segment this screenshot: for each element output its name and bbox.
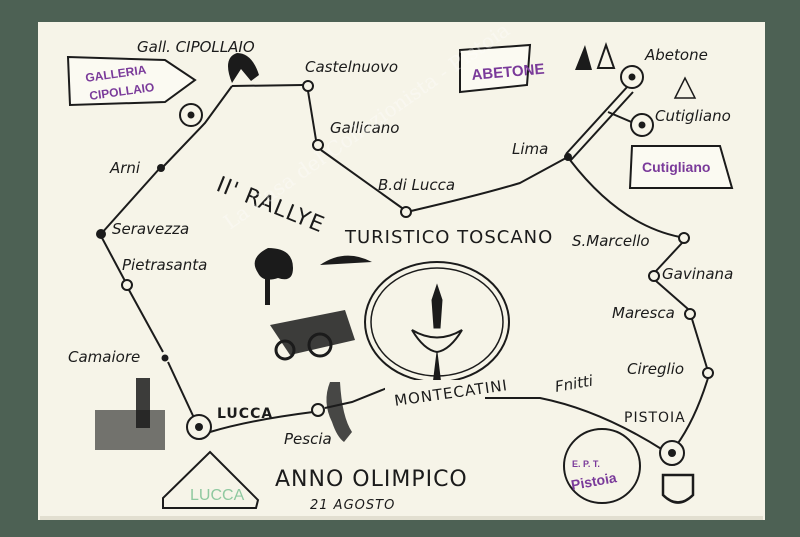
- label-pescia: Pescia: [284, 430, 332, 448]
- skier-icon: [596, 41, 616, 69]
- event-title: ANNO OLIMPICO: [275, 467, 468, 492]
- pistoia-coat-of-arms-icon: [661, 473, 695, 504]
- stamp-galleria-cipollaio: GALLERIA CIPOLLAIO: [66, 55, 197, 107]
- tree-icon: [254, 248, 293, 280]
- label-gall-cipollaio: Gall. CIPOLLAIO: [137, 38, 255, 56]
- node-dot: [195, 423, 203, 431]
- stamp-cutigliano: Cutigliano: [628, 145, 734, 189]
- node-dot: [628, 73, 636, 81]
- label-abetone: Abetone: [644, 46, 708, 64]
- label-camaiore: Camaiore: [68, 348, 140, 366]
- card-edge: [40, 516, 763, 520]
- pescia-figure-icon: [326, 382, 352, 442]
- route-line: [100, 84, 709, 451]
- node-dot: [187, 111, 195, 119]
- umbrella-icon: [320, 255, 372, 265]
- node-dot: [668, 449, 676, 457]
- node-dot: [638, 121, 646, 129]
- stamp-text: LUCCA: [190, 487, 245, 504]
- node-cireglio: [702, 367, 714, 379]
- fir-tree-icon: [575, 45, 592, 70]
- stamp-ept-pistoia: E. P. T. Pistoia: [563, 428, 641, 504]
- node-gallicano: [312, 139, 324, 151]
- label-pietrasanta: Pietrasanta: [122, 256, 207, 274]
- stamp-text: E. P. T.: [572, 459, 600, 469]
- fountain-icon: [411, 329, 463, 354]
- stamp-lucca: LUCCA: [162, 450, 260, 509]
- node-maresca: [684, 308, 696, 320]
- lucca-buildings-icon: [95, 410, 165, 450]
- node-camaiore: [161, 354, 169, 362]
- label-gallicano: Gallicano: [330, 119, 399, 137]
- stamp-text: Cutigliano: [642, 159, 710, 175]
- label-arni: Arni: [109, 159, 141, 177]
- node-castelnuovo: [302, 80, 314, 92]
- label-cutigliano: Cutigliano: [655, 107, 731, 125]
- node-gavinana: [648, 270, 660, 282]
- node-lima: [564, 153, 572, 161]
- label-bg: [385, 380, 485, 406]
- label-b-di-lucca: B.di Lucca: [378, 176, 455, 194]
- event-date: 21 AGOSTO: [310, 498, 395, 513]
- skier-small-icon: [673, 76, 697, 99]
- label-lima: Lima: [512, 140, 548, 158]
- node-san-marcello: [678, 232, 690, 244]
- label-gavinana: Gavinana: [662, 265, 733, 283]
- label-lucca: LUCCA: [217, 406, 273, 422]
- tree-trunk: [265, 275, 270, 305]
- label-castelnuovo: Castelnuovo: [305, 58, 398, 76]
- stamp-text: Pistoia: [570, 469, 618, 493]
- label-maresca: Maresca: [612, 304, 675, 322]
- label-pistoia: PISTOIA: [624, 410, 686, 426]
- node-pescia: [311, 403, 325, 417]
- node-bagni-di-lucca: [400, 206, 412, 218]
- montecatini-emblem: [364, 261, 510, 386]
- statue-icon: [431, 283, 443, 329]
- tunnel-icon: [228, 53, 259, 83]
- stamp-text: ABETONE: [471, 61, 545, 84]
- label-seravezza: Seravezza: [112, 220, 189, 238]
- node-pietrasanta: [121, 279, 133, 291]
- stamp-abetone: ABETONE: [459, 43, 545, 94]
- node-arni: [157, 164, 165, 172]
- label-cireglio: Cireglio: [627, 360, 684, 378]
- label-s-marcello: S.Marcello: [572, 232, 650, 250]
- node-seravezza: [96, 229, 106, 239]
- title-line2: TURISTICO TOSCANO: [344, 227, 553, 248]
